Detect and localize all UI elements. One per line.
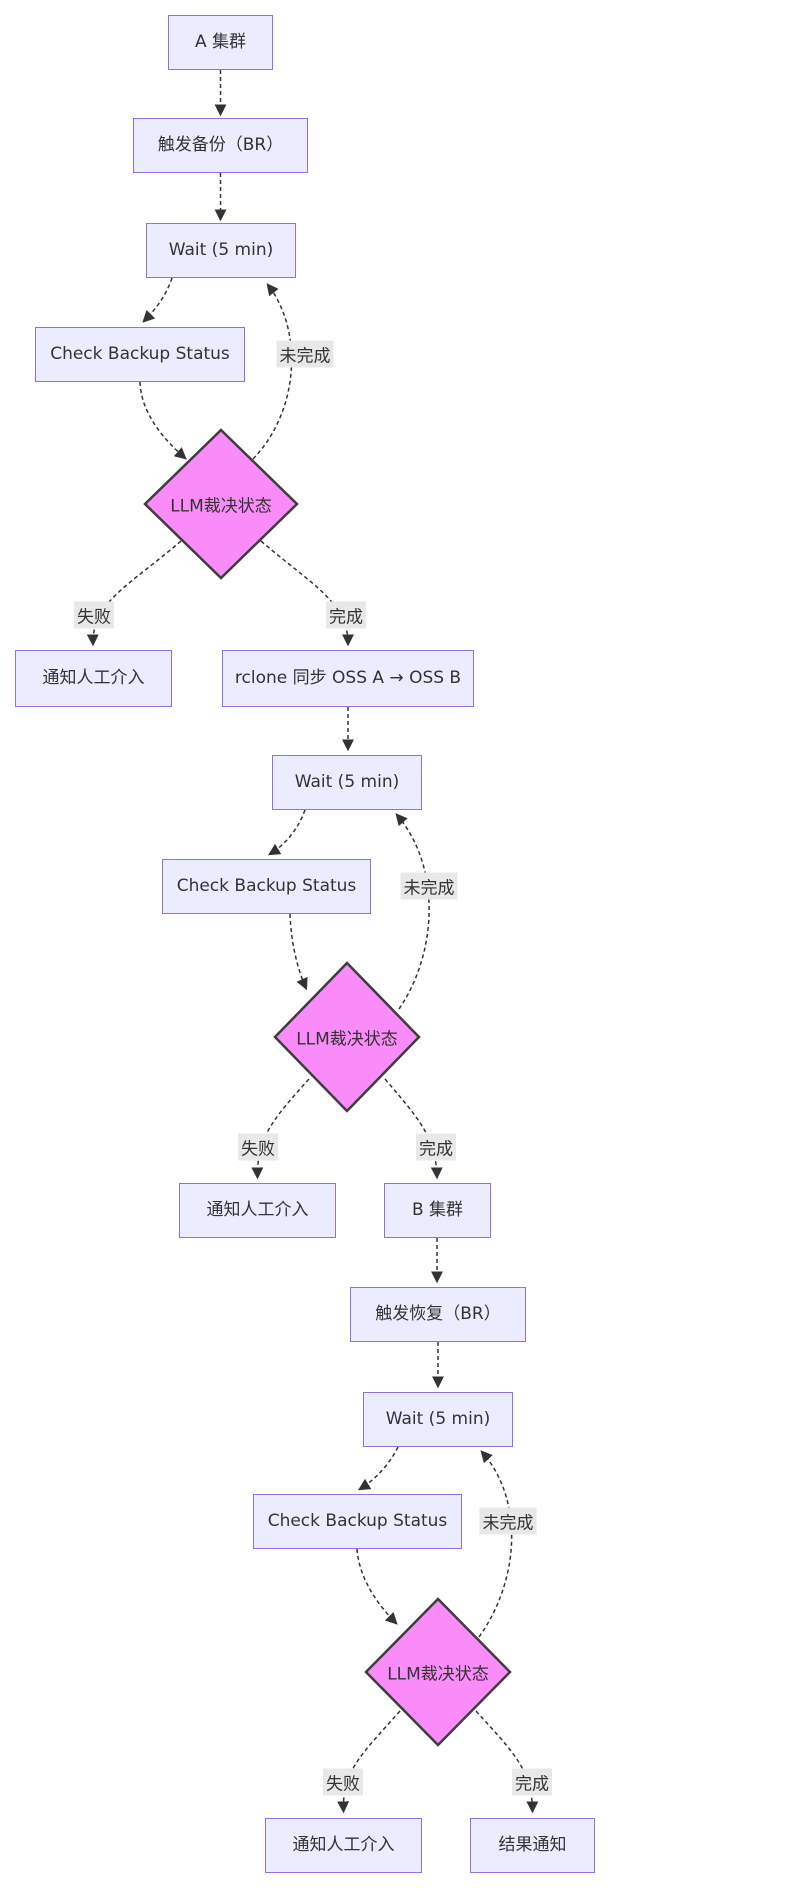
node-notify-human-3: 通知人工介入 — [265, 1818, 422, 1873]
edge-decision1-done-to-rclone — [260, 540, 354, 647]
edge-wait1-to-check1 — [142, 277, 173, 323]
node-b-cluster: B 集群 — [384, 1183, 491, 1238]
node-trigger-restore: 触发恢复（BR） — [350, 1287, 526, 1342]
node-wait-2: Wait (5 min) — [272, 755, 422, 810]
edge-label-done-3: 完成 — [512, 1768, 552, 1796]
edge-label-fail-2: 失败 — [238, 1133, 278, 1161]
edge-wait3-to-check3 — [357, 1446, 399, 1491]
edge-label-done-2: 完成 — [416, 1133, 456, 1161]
decision-1-label: LLM裁决状态 — [170, 496, 272, 517]
node-result-notice: 结果通知 — [470, 1818, 595, 1873]
edge-label-fail-3: 失败 — [323, 1768, 363, 1796]
edge-check2-to-decision2 — [289, 913, 308, 991]
edge-decision2-fail-to-notify2 — [251, 1078, 310, 1180]
edge-label-incomplete-3: 未完成 — [479, 1507, 537, 1535]
decision-3-label: LLM裁决状态 — [387, 1664, 489, 1685]
decision-2-label: LLM裁决状态 — [296, 1029, 398, 1050]
node-wait-1: Wait (5 min) — [146, 223, 296, 278]
edge-wait2-to-check2 — [267, 809, 306, 856]
decision-1-shape — [143, 428, 299, 580]
edge-label-incomplete-1: 未完成 — [276, 340, 334, 368]
decision-2-shape — [273, 961, 421, 1113]
node-check-backup-status-2: Check Backup Status — [162, 859, 371, 914]
edge-label-incomplete-2: 未完成 — [400, 872, 458, 900]
edge-decision2-incomplete-to-wait2 — [395, 813, 430, 1010]
node-wait-3: Wait (5 min) — [363, 1392, 513, 1447]
edge-label-done-1: 完成 — [326, 601, 366, 629]
node-check-backup-status-3: Check Backup Status — [253, 1494, 462, 1549]
node-a-cluster: A 集群 — [168, 15, 273, 70]
edge-decision1-incomplete-to-wait1 — [252, 283, 293, 460]
edge-decision3-done-to-result — [475, 1710, 539, 1814]
edge-decision1-fail-to-notify1 — [86, 540, 182, 647]
edge-check1-to-decision1 — [139, 381, 187, 460]
node-notify-human-2: 通知人工介入 — [179, 1183, 336, 1238]
edge-decision2-done-to-bcluster — [384, 1078, 443, 1180]
edge-decision3-fail-to-notify3 — [337, 1710, 401, 1814]
edge-label-fail-1: 失败 — [74, 601, 114, 629]
decision-3-shape — [364, 1597, 512, 1747]
node-rclone-sync: rclone 同步 OSS A → OSS B — [222, 650, 474, 707]
node-check-backup-status-1: Check Backup Status — [35, 327, 245, 382]
node-trigger-backup: 触发备份（BR） — [133, 118, 308, 173]
edge-decision3-incomplete-to-wait3 — [478, 1450, 513, 1638]
edge-check3-to-decision3 — [356, 1548, 398, 1625]
node-notify-human-1: 通知人工介入 — [15, 650, 172, 707]
